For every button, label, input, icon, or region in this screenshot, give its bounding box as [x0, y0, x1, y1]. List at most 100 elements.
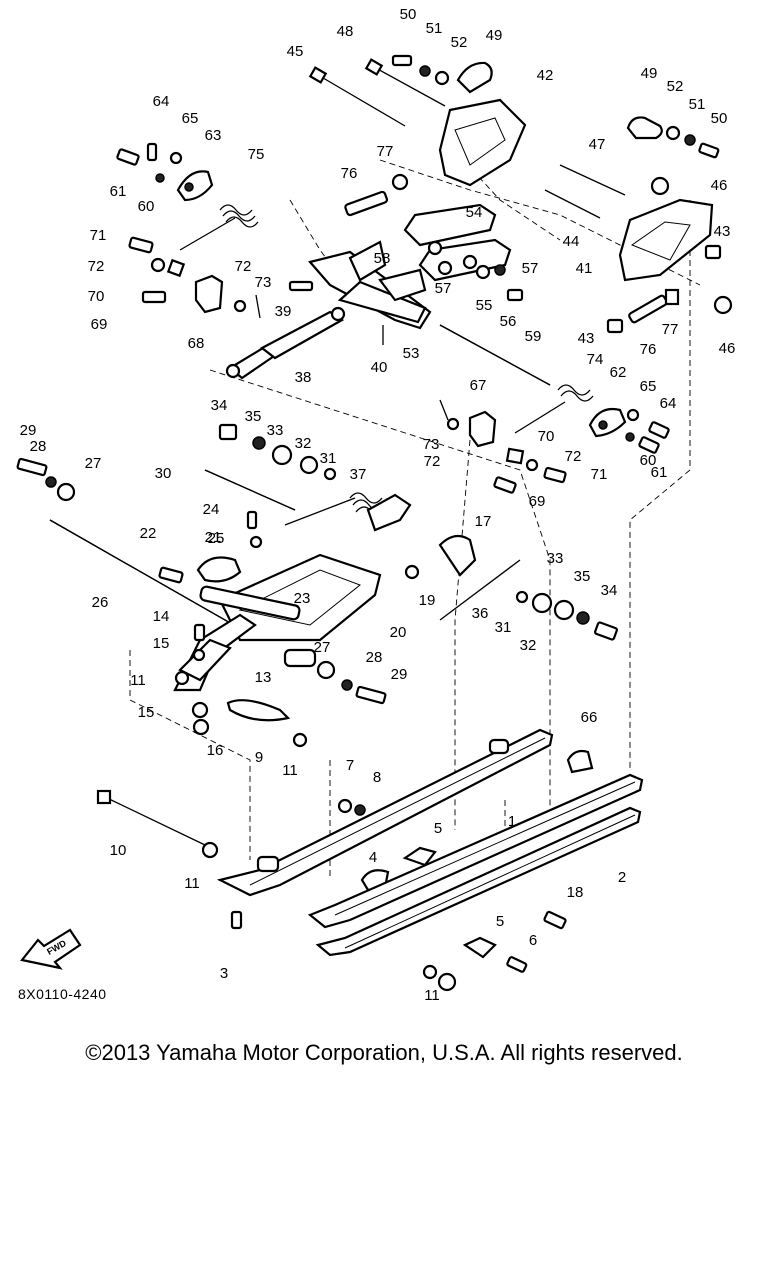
part-label-22: 22	[140, 525, 157, 542]
part-label-9: 9	[255, 749, 263, 766]
part-label-21: 21	[205, 529, 222, 546]
part-label-57: 57	[435, 280, 452, 297]
part-label-72: 72	[235, 258, 252, 275]
part-label-67: 67	[470, 377, 487, 394]
part-label-27: 27	[85, 455, 102, 472]
part-label-76: 76	[341, 165, 358, 182]
part-label-72: 72	[565, 448, 582, 465]
part-label-53: 53	[403, 345, 420, 362]
copyright-notice: ©2013 Yamaha Motor Corporation, U.S.A. A…	[85, 1040, 683, 1065]
part-label-65: 65	[640, 378, 657, 395]
part-label-8: 8	[373, 769, 381, 786]
middle-assembly	[16, 423, 618, 705]
part-label-65: 65	[182, 110, 199, 127]
part-label-72: 72	[88, 258, 105, 275]
part-label-7: 7	[346, 757, 354, 774]
part-label-62: 62	[610, 364, 627, 381]
part-label-61: 61	[110, 183, 127, 200]
part-label-33: 33	[267, 422, 284, 439]
part-label-29: 29	[20, 422, 37, 439]
part-label-57: 57	[522, 260, 539, 277]
part-label-77: 77	[662, 321, 679, 338]
part-label-11: 11	[130, 672, 146, 689]
part-label-28: 28	[30, 438, 47, 455]
part-label-3: 3	[220, 965, 228, 982]
part-label-47: 47	[589, 136, 606, 153]
part-label-15: 15	[138, 704, 155, 721]
part-label-40: 40	[371, 359, 388, 376]
part-label-1: 1	[508, 813, 516, 830]
part-label-32: 32	[520, 637, 537, 654]
part-label-2: 2	[618, 869, 626, 886]
exploded-parts-diagram: FWD 123455678910111111111213141515161718…	[16, 6, 736, 1004]
part-label-64: 64	[153, 93, 170, 110]
fwd-arrow-icon: FWD	[20, 928, 82, 970]
part-label-73: 73	[255, 274, 272, 291]
part-label-72: 72	[424, 453, 441, 470]
part-label-76: 76	[640, 341, 657, 358]
right-middle-parts	[439, 384, 670, 494]
part-label-34: 34	[601, 582, 618, 599]
part-label-36: 36	[472, 605, 489, 622]
part-label-60: 60	[138, 198, 155, 215]
part-label-28: 28	[366, 649, 383, 666]
part-label-75: 75	[248, 146, 265, 163]
part-label-20: 20	[390, 624, 407, 641]
part-label-48: 48	[337, 23, 354, 40]
part-label-58: 58	[374, 250, 391, 267]
part-label-5: 5	[434, 820, 442, 837]
part-label-15: 15	[153, 635, 170, 652]
part-label-73: 73	[423, 436, 440, 453]
part-label-26: 26	[92, 594, 109, 611]
part-label-39: 39	[275, 303, 292, 320]
part-label-19: 19	[419, 592, 436, 609]
part-label-37: 37	[350, 466, 367, 483]
part-label-24: 24	[203, 501, 220, 518]
part-label-49: 49	[641, 65, 658, 82]
part-label-52: 52	[451, 34, 468, 51]
part-label-55: 55	[476, 297, 493, 314]
part-label-41: 41	[576, 260, 593, 277]
part-label-64: 64	[660, 395, 677, 412]
slide-rails	[96, 699, 644, 992]
part-label-4: 4	[369, 849, 377, 866]
part-label-68: 68	[188, 335, 205, 352]
part-label-10: 10	[110, 842, 127, 859]
part-label-43: 43	[578, 330, 595, 347]
part-label-70: 70	[538, 428, 555, 445]
part-label-50: 50	[711, 110, 728, 127]
part-label-56: 56	[500, 313, 517, 330]
part-label-45: 45	[287, 43, 304, 60]
part-label-51: 51	[426, 20, 443, 37]
part-label-35: 35	[574, 568, 591, 585]
part-label-66: 66	[581, 709, 598, 726]
part-label-74: 74	[587, 351, 604, 368]
part-label-43: 43	[714, 223, 731, 240]
part-label-30: 30	[155, 465, 172, 482]
part-label-34: 34	[211, 397, 228, 414]
part-label-11: 11	[424, 987, 440, 1004]
part-label-52: 52	[667, 78, 684, 95]
part-label-6: 6	[529, 932, 537, 949]
part-label-71: 71	[591, 466, 608, 483]
part-label-13: 13	[255, 669, 272, 686]
part-number-labels: 1234556789101111111112131415151617181920…	[20, 6, 736, 1004]
part-label-46: 46	[711, 177, 728, 194]
diagram-code: 8X0110-4240	[18, 986, 107, 1002]
part-label-69: 69	[529, 493, 546, 510]
part-label-31: 31	[320, 450, 337, 467]
part-label-60: 60	[640, 452, 657, 469]
part-label-44: 44	[563, 233, 580, 250]
part-label-42: 42	[537, 67, 554, 84]
part-label-16: 16	[207, 742, 224, 759]
part-label-18: 18	[567, 884, 584, 901]
part-label-31: 31	[495, 619, 512, 636]
part-label-71: 71	[90, 227, 107, 244]
part-label-69: 69	[91, 316, 108, 333]
part-label-61: 61	[651, 464, 668, 481]
part-label-46: 46	[719, 340, 736, 357]
part-label-25: 25	[208, 530, 225, 547]
part-label-17: 17	[475, 513, 492, 530]
part-label-35: 35	[245, 408, 262, 425]
part-label-77: 77	[377, 143, 394, 160]
